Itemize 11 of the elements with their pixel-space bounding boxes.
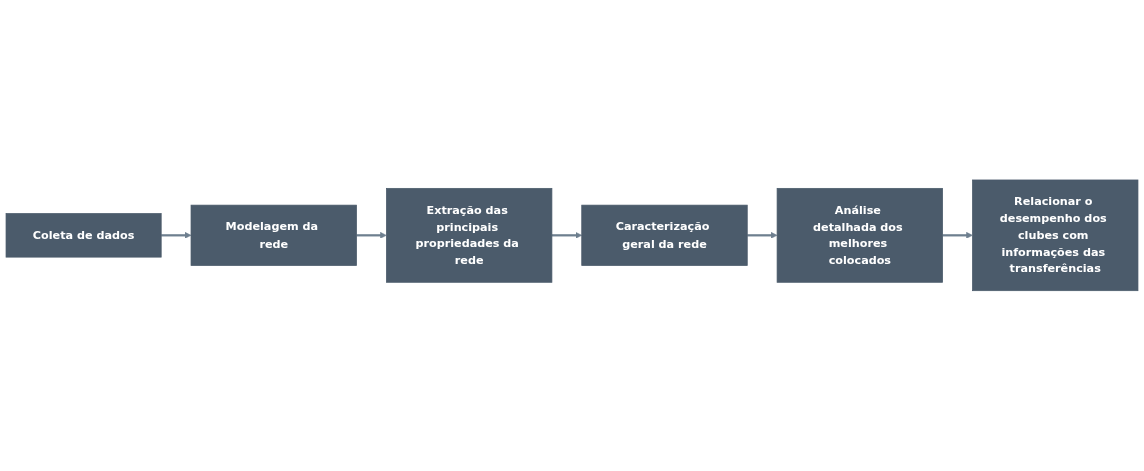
node-box: Análise detalhada dos melhores colocados (776, 188, 943, 283)
arrow (356, 232, 387, 239)
node-box: Caracterização geral da rede (581, 204, 748, 267)
arrow (942, 232, 973, 239)
arrow (747, 232, 778, 239)
arrow (551, 232, 583, 239)
arrow (161, 232, 192, 239)
node-box: Modelagem da rede (190, 204, 357, 267)
node-box: Relacionar o desempenho dos clubes com informações das transferências (972, 179, 1139, 292)
node-box: Coleta de dados (5, 213, 162, 258)
node-box: Extração das principais propriedades da rede (386, 188, 553, 283)
